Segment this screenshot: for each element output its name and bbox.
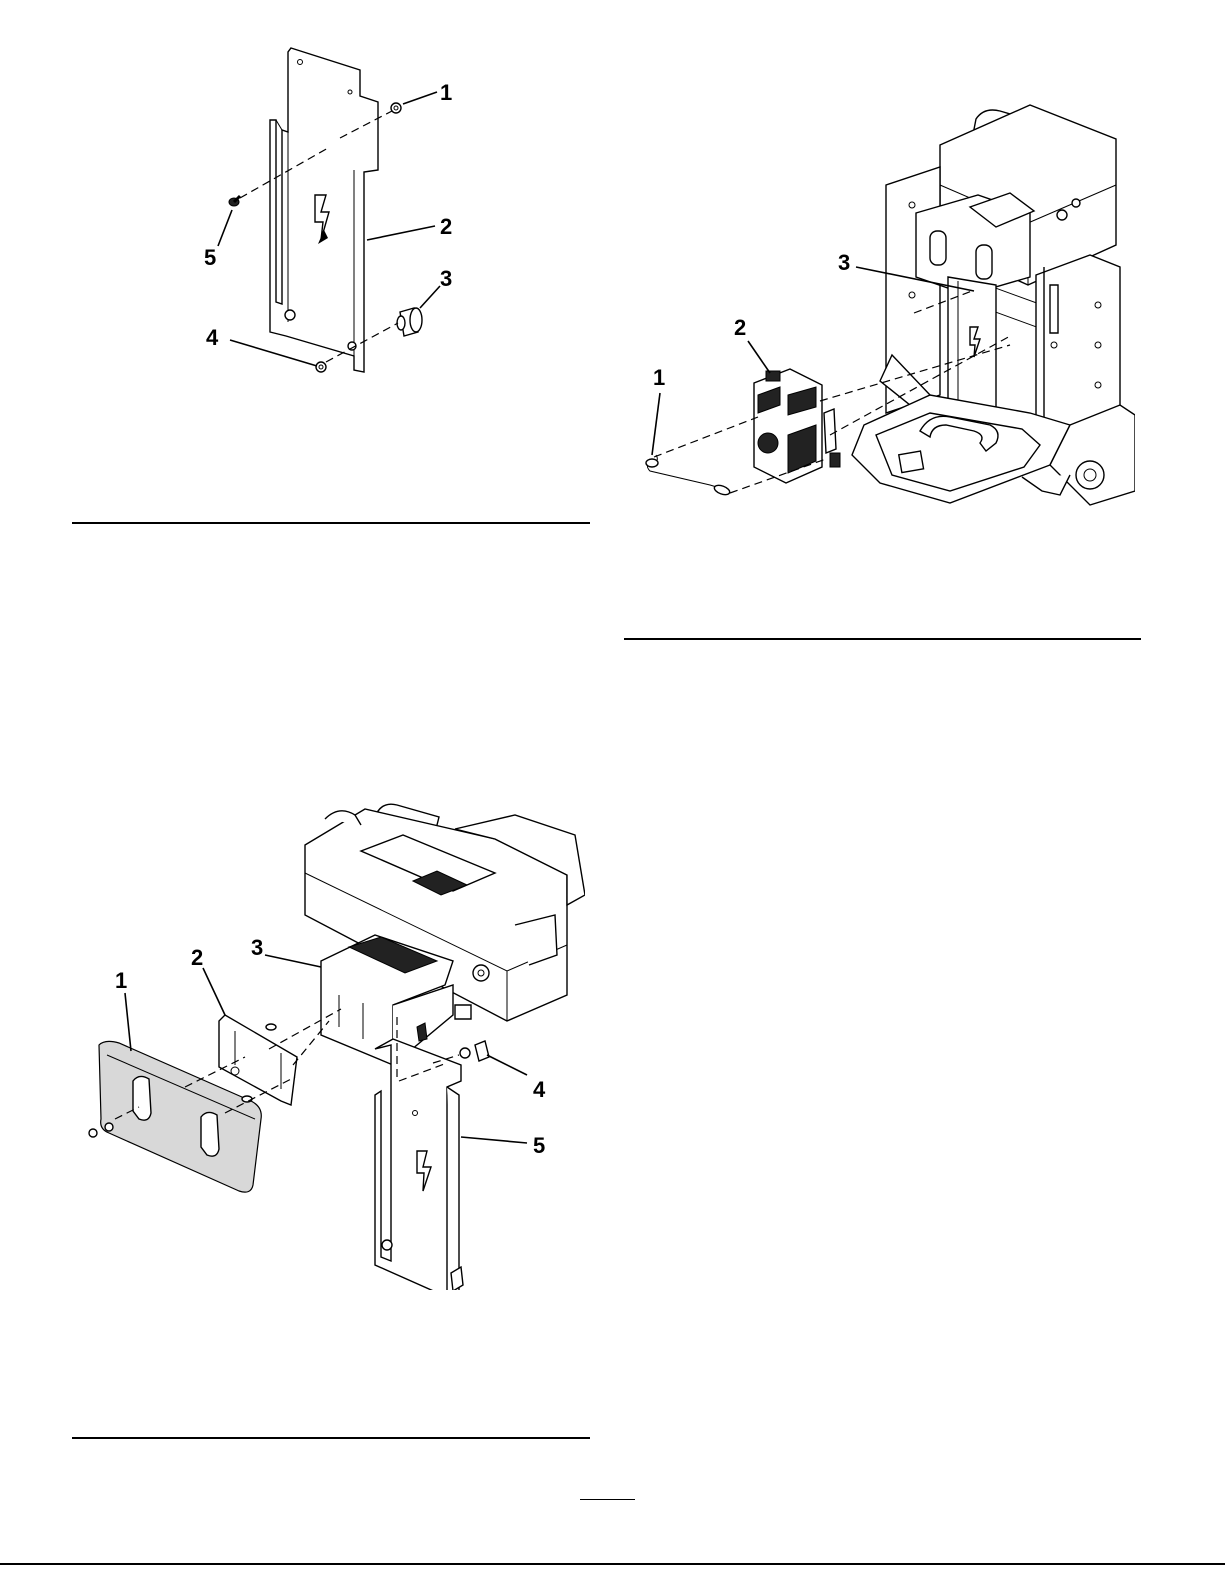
nut-part xyxy=(391,103,401,113)
figure-controller-install: 3 2 1 xyxy=(630,95,1135,530)
bumper-part xyxy=(397,308,422,336)
callout-2: 2 xyxy=(734,315,746,340)
callout-4: 4 xyxy=(206,325,219,350)
callout-2: 2 xyxy=(191,945,203,970)
figure-divider xyxy=(72,522,590,524)
controller-module-part xyxy=(754,369,840,483)
callout-3: 3 xyxy=(838,250,850,275)
cover-panel-part xyxy=(270,48,378,372)
callout-3: 3 xyxy=(440,266,452,291)
figure-divider xyxy=(72,1437,590,1439)
callout-1: 1 xyxy=(115,968,127,993)
callout-5: 5 xyxy=(204,245,216,270)
figure-cover-panel: 1 2 3 4 5 xyxy=(190,40,490,390)
nut-part-lower xyxy=(316,362,326,372)
callout-4: 4 xyxy=(533,1077,546,1102)
callout-5: 5 xyxy=(533,1133,545,1158)
cable-part xyxy=(646,455,731,496)
callout-2: 2 xyxy=(440,214,452,239)
callout-3: 3 xyxy=(251,935,263,960)
bolt-part xyxy=(229,196,240,206)
figure-bracket-assembly: 3 2 1 4 5 xyxy=(75,795,585,1290)
footer-rule xyxy=(0,1563,1225,1565)
page-number-rule xyxy=(580,1499,635,1500)
callout-1: 1 xyxy=(440,80,452,105)
cover-panel-part xyxy=(375,1039,463,1290)
callout-1: 1 xyxy=(653,365,665,390)
figure-divider xyxy=(624,638,1141,640)
